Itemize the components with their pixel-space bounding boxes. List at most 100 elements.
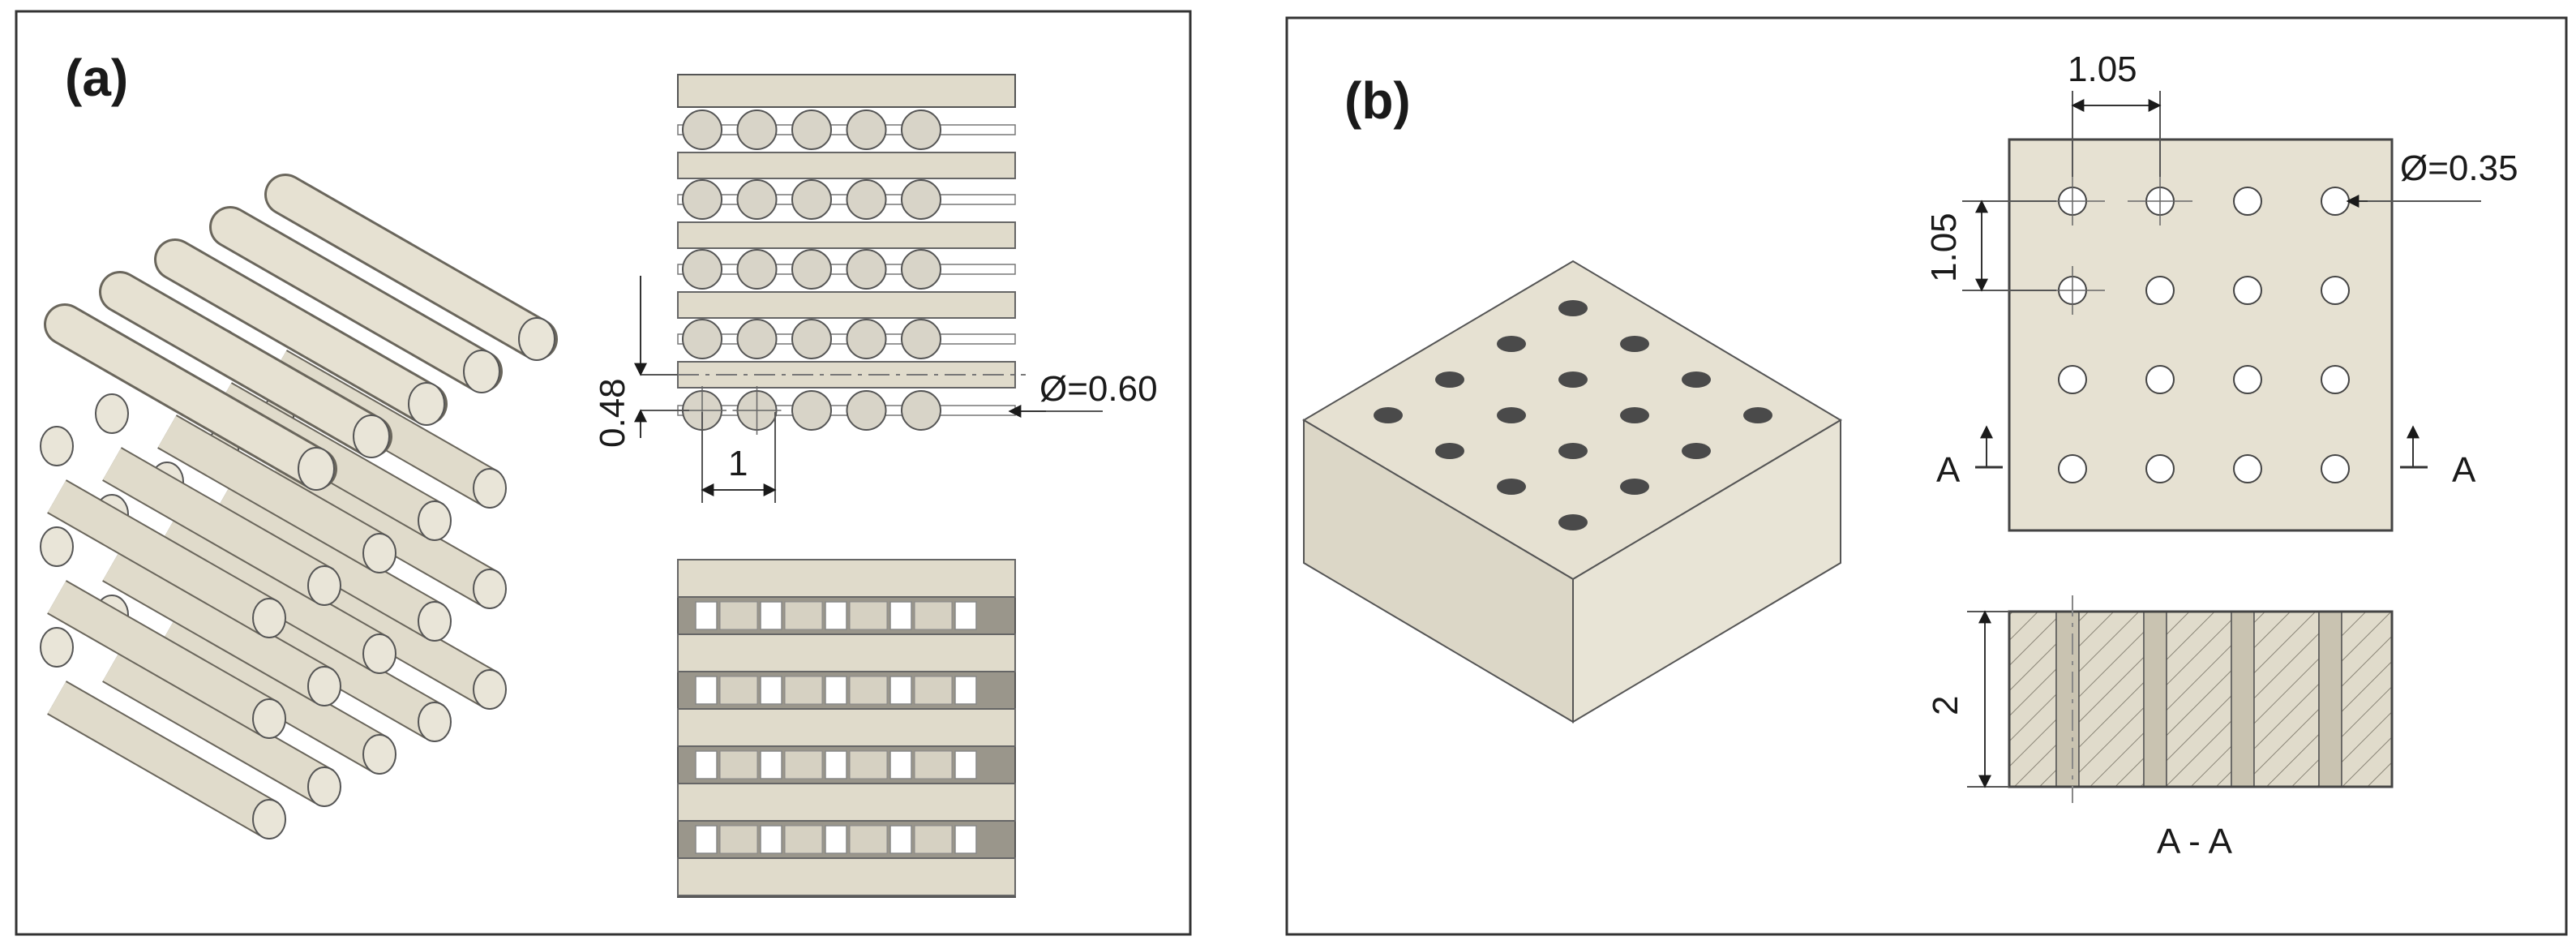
front-view-fiber [901, 319, 941, 359]
panel-b: (b) 1.05 1.05 [1285, 16, 2568, 936]
scaffold-cylinder-fill [48, 681, 278, 835]
scaffold-cylinder-fill [158, 616, 388, 771]
hole-spacing-vertical-label: 1.05 [1924, 213, 1964, 282]
top-view-window [760, 825, 782, 854]
front-view-fiber [846, 179, 887, 220]
plate-hole [2321, 365, 2350, 394]
scaffold-cylinder-end [473, 669, 507, 710]
top-view-window [889, 601, 912, 630]
top-view-bar [677, 559, 1016, 598]
top-view-bar [677, 857, 1016, 896]
scaffold-cylinder-end [418, 601, 452, 642]
top-view-window [760, 601, 782, 630]
front-view-fiber [791, 179, 832, 220]
front-view-fiber [901, 249, 941, 290]
scaffold-cylinder-end [418, 500, 452, 541]
front-view-fiber [901, 110, 941, 150]
scaffold-top-cylinder-end [298, 447, 335, 491]
plate-hole [2321, 454, 2350, 483]
top-view-crossbar [719, 750, 758, 779]
front-view-fiber [736, 179, 778, 220]
front-view-fiber [846, 319, 887, 359]
scaffold-cylinder-fill [48, 581, 278, 735]
section-channel [2231, 611, 2255, 788]
front-view-fiber [682, 179, 722, 220]
top-view-window [825, 676, 847, 705]
scaffold-cylinder-end [473, 569, 507, 609]
section-channel [2318, 611, 2342, 788]
block-hole [1558, 443, 1588, 459]
panel-a: (a) 0.48 1 Ø=0.60 [15, 10, 1192, 936]
scaffold-cylinder-end [418, 702, 452, 742]
block-hole [1682, 371, 1711, 388]
block-hole [1497, 479, 1526, 495]
top-view-crossbar [914, 825, 953, 854]
plate-hole [2233, 187, 2262, 216]
top-view-crossbar [849, 676, 888, 705]
block-hole [1743, 407, 1772, 423]
front-view-fiber [791, 390, 832, 431]
section-marker-left: A [1936, 425, 2003, 490]
top-view-window [760, 676, 782, 705]
top-view-crossbar [784, 601, 823, 630]
diameter-label-a: Ø=0.60 [1039, 369, 1158, 409]
plate-hole [2321, 276, 2350, 305]
scaffold-cylinder-end [473, 468, 507, 509]
scaffold-cylinder-end [252, 598, 286, 638]
scaffold-top-cylinder-fill [46, 306, 335, 487]
front-view-fiber [846, 110, 887, 150]
section-material [2078, 611, 2145, 788]
front-view-fiber [846, 390, 887, 431]
scaffold-top-cylinder-end [463, 350, 500, 393]
top-view-window [954, 750, 977, 779]
front-view-fiber [791, 319, 832, 359]
panel-a-label: (a) [65, 49, 128, 107]
top-view-window [695, 825, 718, 854]
top-view-window [954, 825, 977, 854]
section-material [2253, 611, 2320, 788]
dimension-layer-height: 0.48 [593, 276, 689, 448]
scaffold-cylinder-end [40, 526, 74, 567]
top-view-crossbar [719, 601, 758, 630]
top-view-window [954, 676, 977, 705]
top-view-window [889, 676, 912, 705]
scaffold-cylinder-end [252, 799, 286, 840]
scaffold-top-cylinder-end [353, 414, 390, 458]
front-view-fiber [901, 390, 941, 431]
block-hole [1497, 407, 1526, 423]
section-marker-right: A [2400, 425, 2476, 490]
dimension-hole-spacing-vertical: 1.05 [1924, 200, 2056, 292]
block-hole [1682, 443, 1711, 459]
front-view-bar [677, 221, 1016, 249]
layer-height-label: 0.48 [593, 378, 632, 448]
spacing-label: 1 [728, 444, 748, 483]
block-hole [1435, 371, 1464, 388]
block-hole [1620, 336, 1649, 352]
front-view-fiber [846, 249, 887, 290]
top-view-bar [677, 708, 1016, 747]
scaffold-cylinder-end [307, 565, 341, 606]
scaffold-cylinder-end [362, 633, 396, 674]
dimension-hole-spacing-horizontal: 1.05 [2068, 49, 2162, 177]
top-view-crossbar [784, 825, 823, 854]
top-view-window [825, 601, 847, 630]
front-view-fiber [736, 319, 778, 359]
plate-hole [2321, 187, 2350, 216]
front-view-bar [677, 291, 1016, 319]
scaffold-cylinder-fill [103, 448, 333, 602]
scaffold-cylinder-end [362, 734, 396, 775]
scaffold-top-cylinder-end [518, 317, 555, 361]
scaffold-top-view [677, 559, 1016, 898]
section-label: A - A [2157, 822, 2233, 861]
block-isometric-view [1302, 260, 1842, 724]
front-view-fiber [791, 249, 832, 290]
block-hole [1620, 479, 1649, 495]
top-view-window [695, 601, 718, 630]
section-channel [2055, 611, 2080, 788]
top-view-crossbar [849, 601, 888, 630]
top-view-crossbar [719, 825, 758, 854]
panel-b-frame [1285, 16, 2568, 936]
scaffold-front-view [677, 74, 1016, 435]
block-hole [1558, 371, 1588, 388]
